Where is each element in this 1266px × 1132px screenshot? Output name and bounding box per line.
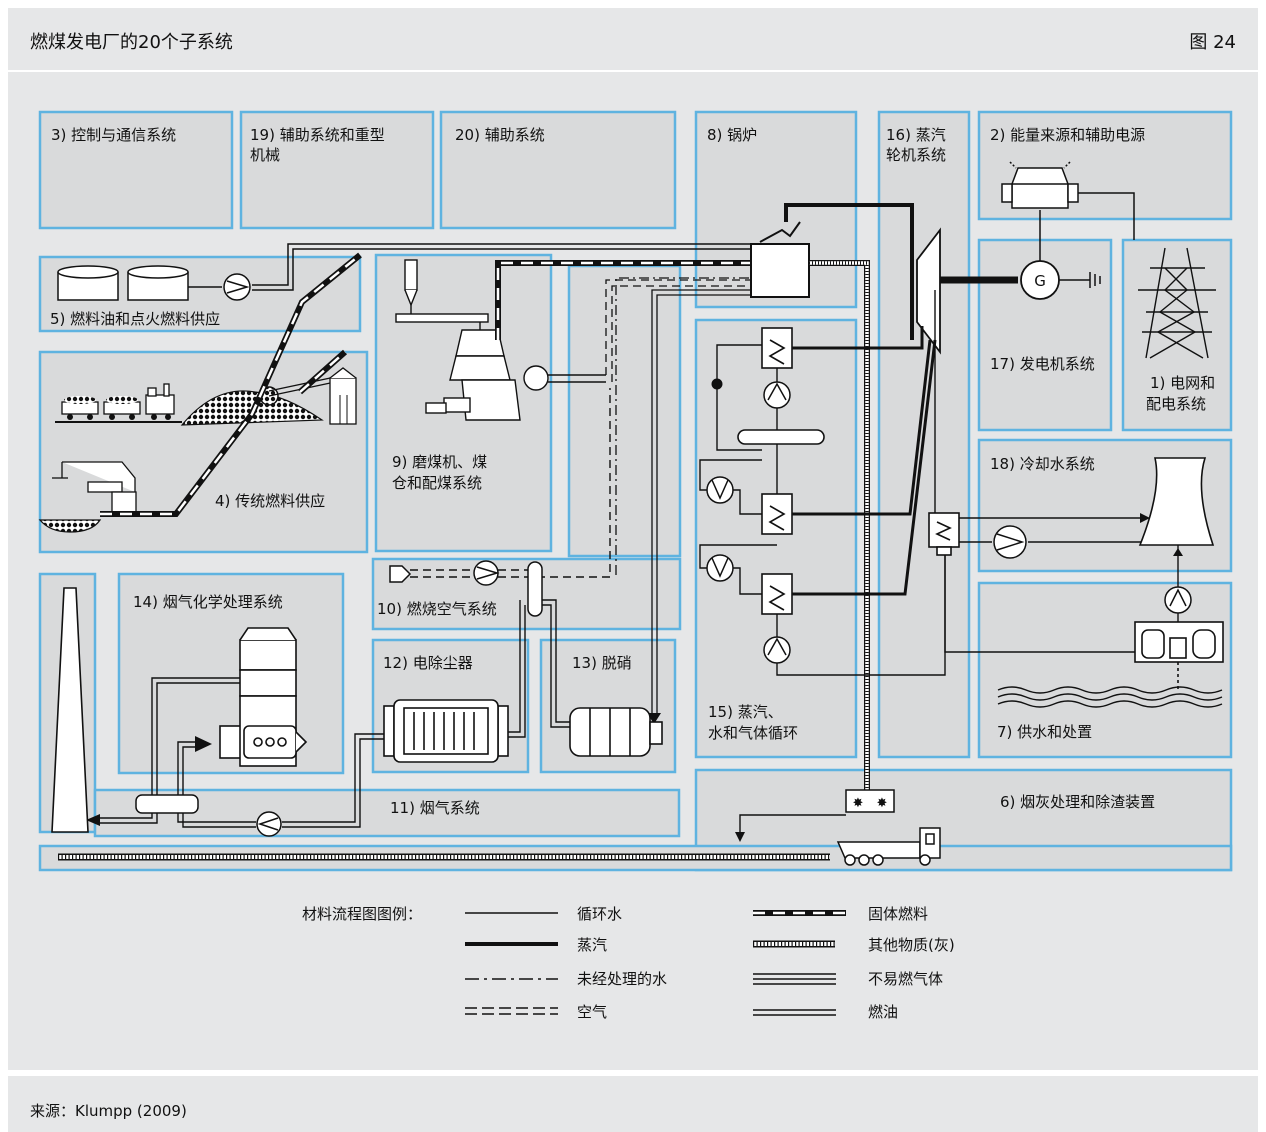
- generator-icon: G: [1021, 261, 1059, 299]
- label-mill-2: 仓和配煤系统: [392, 474, 482, 492]
- label-steam-water-cycle: 15) 蒸汽、: [708, 703, 783, 721]
- label-esp: 12) 电除尘器: [383, 654, 473, 672]
- valve-icon: [712, 379, 722, 389]
- label-combustion-air: 10) 燃烧空气系统: [377, 600, 497, 618]
- figure-title: 燃煤发电厂的20个子系统: [30, 28, 233, 54]
- label-flue-gas: 11) 烟气系统: [390, 799, 480, 817]
- source-note: 来源：Klumpp (2009): [30, 1100, 187, 1121]
- legend-fuel-oil: 燃油: [868, 1003, 898, 1021]
- legend-air: 空气: [577, 1003, 607, 1021]
- label-fuel-oil-supply: 5) 燃料油和点火燃料供应: [50, 310, 220, 328]
- label-flue-gas-chem: 14) 烟气化学处理系统: [133, 593, 283, 611]
- label-steam-turbine-2: 轮机系统: [886, 146, 946, 164]
- label-auxiliary-heavy: 19) 辅助系统和重型: [250, 126, 385, 144]
- legend-nonflammable-gas: 不易燃气体: [868, 970, 943, 988]
- label-auxiliary: 20) 辅助系统: [455, 126, 545, 144]
- electrostatic-precipitator-icon: [384, 700, 508, 762]
- legend-ash: 其他物质(灰): [868, 936, 955, 954]
- legend-circulating-water: 循环水: [577, 905, 622, 923]
- label-mill: 9) 磨煤机、煤: [392, 453, 487, 471]
- label-grid: 1) 电网和: [1150, 374, 1215, 392]
- label-auxiliary-heavy-2: 机械: [250, 146, 280, 164]
- label-generator-system: 17) 发电机系统: [990, 355, 1095, 373]
- diagram-panel: 3) 控制与通信系统 19) 辅助系统和重型 机械 20) 辅助系统 8) 锅炉…: [8, 72, 1258, 1070]
- power-plant-diagram: 3) 控制与通信系统 19) 辅助系统和重型 机械 20) 辅助系统 8) 锅炉…: [8, 72, 1258, 1070]
- ash-crusher-icon: ✸ ✸: [846, 790, 894, 812]
- coal-bunker-icon: [330, 368, 356, 424]
- label-energy-source: 2) 能量来源和辅助电源: [990, 126, 1145, 144]
- oil-pump-icon: [224, 274, 250, 300]
- air-preheater-icon: [528, 562, 542, 616]
- generator-label: G: [1034, 272, 1046, 290]
- figure-header: 燃煤发电厂的20个子系统 图 24: [8, 8, 1258, 70]
- label-boiler: 8) 锅炉: [707, 126, 757, 144]
- label-steam-water-cycle-2: 水和气体循环: [708, 724, 798, 742]
- svg-text:✸: ✸: [853, 796, 864, 811]
- legend-swatches: [465, 913, 846, 1015]
- label-cooling-water: 18) 冷却水系统: [990, 455, 1095, 473]
- figure-number: 图 24: [1189, 28, 1236, 54]
- label-fuel-supply: 4) 传统燃料供应: [215, 492, 325, 510]
- air-fan-icon: [474, 561, 498, 585]
- figure-footer: 来源：Klumpp (2009): [8, 1076, 1258, 1132]
- label-steam-turbine: 16) 蒸汽: [886, 126, 946, 144]
- label-water-supply: 7) 供水和处置: [997, 723, 1092, 741]
- feedwater-tank-icon: [738, 430, 824, 444]
- gas-reheater-icon: [136, 795, 198, 813]
- label-ash-handling: 6) 烟灰处理和除渣装置: [1000, 793, 1155, 811]
- cooling-pump-icon: [994, 526, 1026, 558]
- legend-raw-water: 未经处理的水: [577, 970, 667, 988]
- label-control-comm: 3) 控制与通信系统: [51, 126, 176, 144]
- legend-solid-fuel: 固体燃料: [868, 905, 928, 923]
- svg-text:✸: ✸: [877, 796, 888, 811]
- label-grid-2: 配电系统: [1146, 395, 1206, 413]
- denox-reactor-icon: [570, 708, 662, 756]
- legend-steam: 蒸汽: [577, 936, 607, 954]
- label-denox: 13) 脱硝: [572, 654, 632, 672]
- id-fan-icon: [257, 812, 281, 836]
- legend-title: 材料流程图图例：: [302, 905, 422, 923]
